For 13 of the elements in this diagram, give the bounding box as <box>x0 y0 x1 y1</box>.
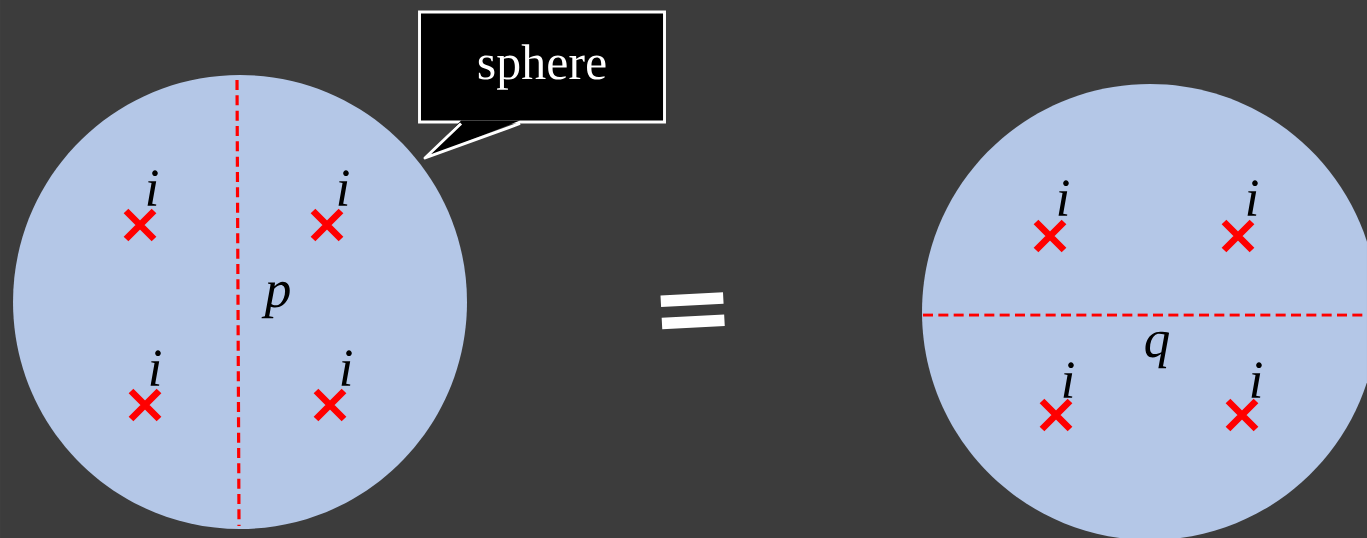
speech-bubble: sphere <box>418 10 666 160</box>
variable-label: i <box>1251 362 1262 398</box>
variable-label: p <box>261 281 290 319</box>
variable-label: i <box>338 170 349 206</box>
variable-label: q <box>1145 331 1170 369</box>
variable-label: i <box>341 350 352 386</box>
disc <box>13 75 467 529</box>
equals-sign: = <box>660 292 725 330</box>
variable-label: i <box>1058 180 1069 216</box>
variable-label: i <box>150 350 161 386</box>
variable-label: i <box>1247 180 1258 216</box>
variable-label: i <box>147 170 158 206</box>
variable-label: i <box>1063 362 1074 398</box>
